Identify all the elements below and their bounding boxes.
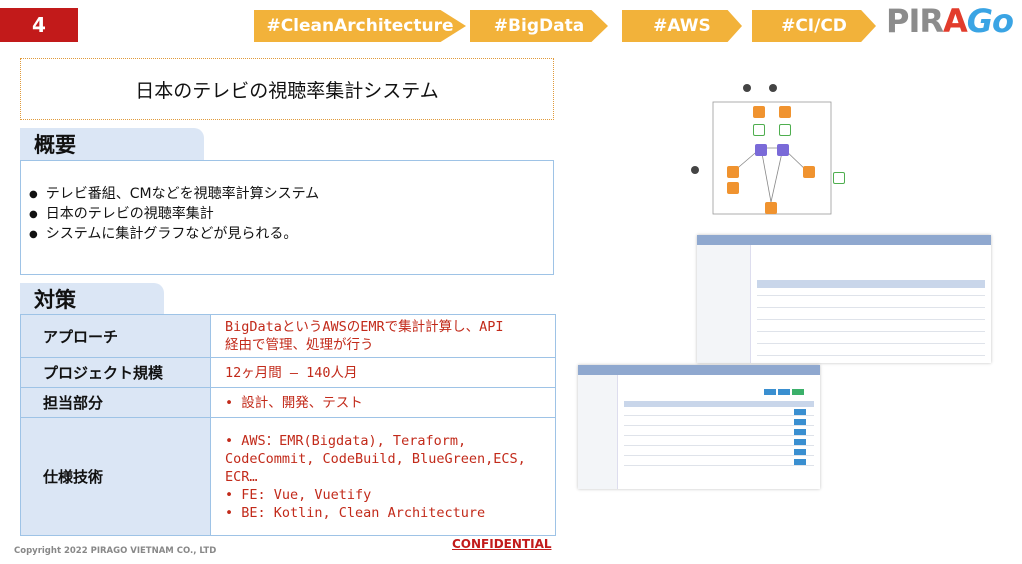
logo-part-a: A bbox=[943, 2, 968, 40]
row-value-approach: BigDataというAWSのEMRで集計計算し、API 経由で管理、処理が行う bbox=[210, 314, 556, 358]
page-number: 4 bbox=[0, 8, 78, 42]
architecture-diagram-image bbox=[683, 62, 853, 230]
approach-line: 経由で管理、処理が行う bbox=[225, 337, 374, 353]
user-icon bbox=[769, 84, 777, 92]
overview-item: 日本のテレビの視聴率集計 bbox=[29, 205, 553, 225]
row-action-button bbox=[794, 409, 806, 415]
row-action-button bbox=[794, 449, 806, 455]
app-button bbox=[778, 389, 790, 395]
app-header-bar bbox=[578, 365, 820, 375]
console-table-header bbox=[757, 280, 985, 288]
service-icon bbox=[727, 166, 739, 178]
console-header-bar bbox=[697, 235, 991, 245]
row-label-approach: アプローチ bbox=[20, 314, 211, 358]
table-row bbox=[757, 343, 985, 344]
table-row bbox=[624, 465, 814, 466]
table-row bbox=[624, 425, 814, 426]
service-icon bbox=[803, 166, 815, 178]
compute-icon bbox=[777, 144, 789, 156]
storage-icon bbox=[753, 124, 765, 136]
service-icon bbox=[753, 106, 765, 118]
storage-icon bbox=[833, 172, 845, 184]
row-label-tech: 仕様技術 bbox=[20, 417, 211, 536]
overview-heading: 概要 bbox=[20, 128, 204, 160]
admin-console-screenshot bbox=[697, 235, 991, 363]
console-sidebar bbox=[697, 245, 751, 363]
overview-list: テレビ番組、CMなどを視聴率計算システム 日本のテレビの視聴率集計 システムに集… bbox=[29, 185, 553, 245]
tech-item: AWS：EMR(Bigdata), Teraform, CodeCommit, … bbox=[225, 432, 549, 486]
table-row bbox=[624, 435, 814, 436]
table-row bbox=[757, 307, 985, 308]
row-value-tech: AWS：EMR(Bigdata), Teraform, CodeCommit, … bbox=[210, 417, 556, 536]
pirago-logo: PIRAGo bbox=[886, 2, 1014, 40]
service-icon bbox=[779, 106, 791, 118]
overview-item: システムに集計グラフなどが見られる。 bbox=[29, 225, 553, 245]
row-label-scale: プロジェクト規模 bbox=[20, 357, 211, 388]
tag-clean-architecture: #CleanArchitecture bbox=[254, 10, 466, 42]
responsibility-item: 設計、開発、テスト bbox=[225, 394, 549, 412]
table-row: 担当部分 設計、開発、テスト bbox=[20, 387, 556, 418]
tech-item: FE: Vue, Vuetify bbox=[225, 486, 549, 504]
table-row bbox=[624, 455, 814, 456]
row-action-button bbox=[794, 459, 806, 465]
table-row bbox=[757, 355, 985, 356]
compute-icon bbox=[755, 144, 767, 156]
row-action-button bbox=[794, 429, 806, 435]
service-icon bbox=[727, 182, 739, 194]
storage-icon bbox=[779, 124, 791, 136]
row-label-responsibility: 担当部分 bbox=[20, 387, 211, 418]
table-row bbox=[757, 295, 985, 296]
user-icon bbox=[743, 84, 751, 92]
row-value-responsibility: 設計、開発、テスト bbox=[210, 387, 556, 418]
user-icon bbox=[691, 166, 699, 174]
table-row bbox=[624, 415, 814, 416]
row-action-button bbox=[794, 439, 806, 445]
app-button bbox=[764, 389, 776, 395]
row-action-button bbox=[794, 419, 806, 425]
confidential-label: CONFIDENTIAL bbox=[452, 537, 552, 551]
tag-aws: #AWS bbox=[622, 10, 742, 42]
service-icon bbox=[765, 202, 777, 214]
table-row: アプローチ BigDataというAWSのEMRで集計計算し、API 経由で管理、… bbox=[20, 314, 556, 358]
measures-heading: 対策 bbox=[20, 283, 164, 315]
tech-item: BE: Kotlin, Clean Architecture bbox=[225, 504, 549, 522]
tag-cicd: #CI/CD bbox=[752, 10, 876, 42]
scale-line: 12ヶ月間 – 140人月 bbox=[225, 364, 358, 381]
row-value-scale: 12ヶ月間 – 140人月 bbox=[210, 357, 556, 388]
copyright-text: Copyright 2022 PIRAGO VIETNAM CO., LTD bbox=[14, 546, 217, 556]
app-button bbox=[792, 389, 804, 395]
table-row: プロジェクト規模 12ヶ月間 – 140人月 bbox=[20, 357, 556, 388]
table-row: 仕様技術 AWS：EMR(Bigdata), Teraform, CodeCom… bbox=[20, 417, 556, 536]
app-table-header bbox=[624, 401, 814, 407]
logo-part-pir: PIR bbox=[886, 2, 944, 40]
approach-line: BigDataというAWSのEMRで集計計算し、API bbox=[225, 319, 504, 335]
page-title: 日本のテレビの視聴率集計システム bbox=[20, 58, 554, 120]
overview-item: テレビ番組、CMなどを視聴率計算システム bbox=[29, 185, 553, 205]
app-sidebar bbox=[578, 375, 618, 489]
logo-part-go: Go bbox=[966, 2, 1014, 40]
table-row bbox=[757, 319, 985, 320]
overview-box: テレビ番組、CMなどを視聴率計算システム 日本のテレビの視聴率集計 システムに集… bbox=[20, 160, 554, 275]
web-app-screenshot bbox=[578, 365, 820, 489]
table-row bbox=[757, 331, 985, 332]
table-row bbox=[624, 445, 814, 446]
measures-table: アプローチ BigDataというAWSのEMRで集計計算し、API 経由で管理、… bbox=[20, 314, 556, 536]
tag-bigdata: #BigData bbox=[470, 10, 608, 42]
